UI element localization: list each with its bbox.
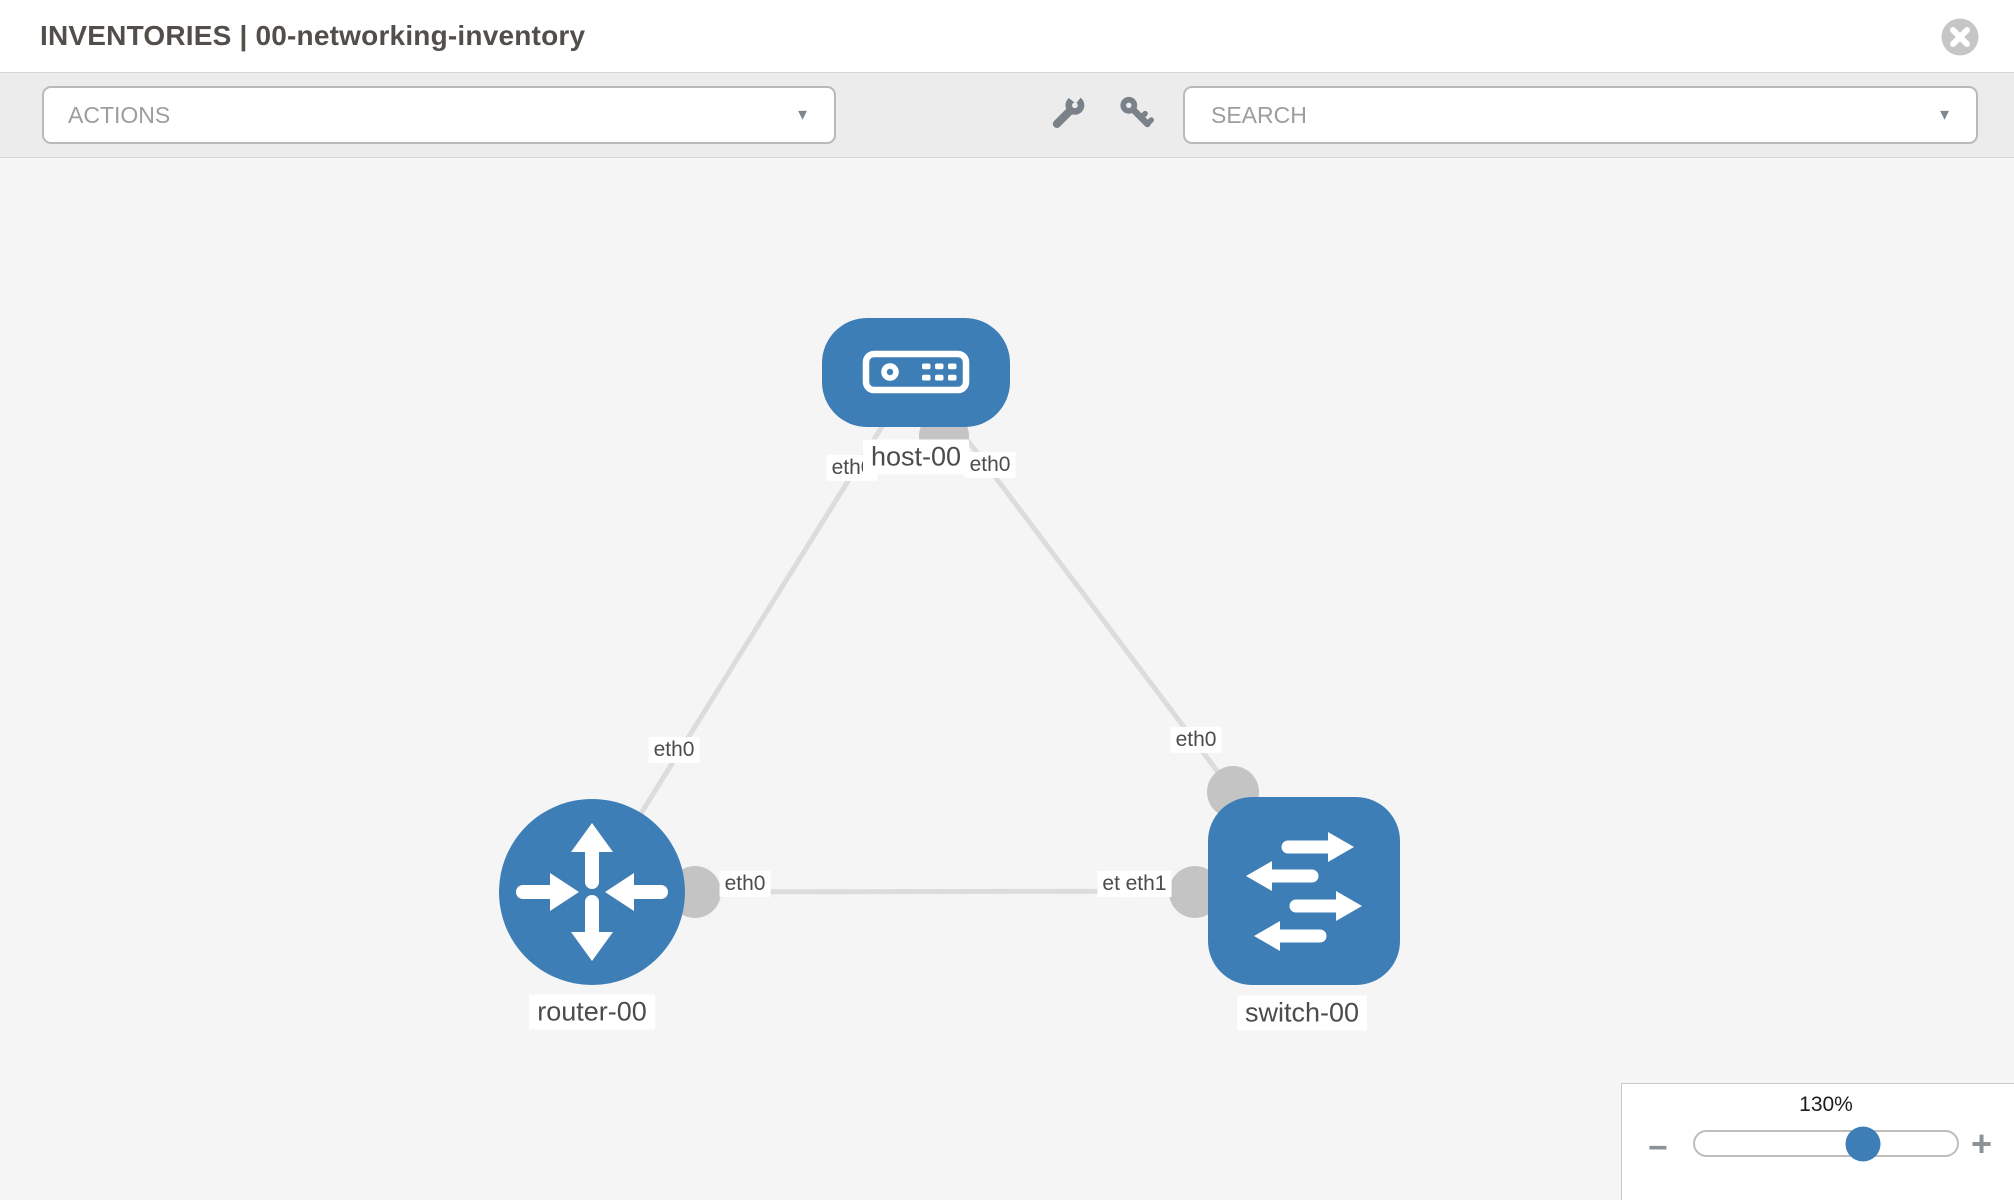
node-label-switch: switch-00 [1236,995,1368,1031]
interface-label: eth1 [1120,870,1172,898]
host-icon [862,350,970,394]
credentials-button[interactable] [1118,95,1155,136]
zoom-slider[interactable] [1693,1126,1959,1161]
header: INVENTORIES | 00-networking-inventory [0,0,2014,73]
zoom-value: 130% [1799,1093,1853,1116]
topology-graph [499,318,1400,985]
interface-label: eth0 [719,870,771,898]
interface-label: eth0 [648,736,700,764]
node-router-00[interactable] [499,799,685,985]
chevron-down-icon: ▼ [795,106,810,124]
zoom-in-button[interactable]: + [1971,1123,1993,1164]
actions-dropdown[interactable]: ACTIONS ▼ [42,86,836,144]
search-dropdown[interactable]: SEARCH ▼ [1183,86,1978,144]
node-label-router: router-00 [529,994,655,1030]
wrench-icon [1052,88,1085,128]
zoom-panel: 130% − + [1621,1083,2014,1200]
configure-button[interactable] [1050,88,1086,136]
zoom-slider-handle[interactable] [1845,1126,1881,1161]
topology-canvas[interactable]: eth0 eth0 eth0 eth0 eth0 eth eth1 host-0… [0,158,2014,1200]
toolbar: ACTIONS ▼ SEARCH [0,73,2014,158]
zoom-out-button[interactable]: − [1648,1129,1668,1167]
interface-label: eth0 [964,451,1016,479]
node-switch-00[interactable] [1208,797,1400,985]
chevron-down-icon: ▼ [1937,106,1952,124]
switch-icon [1246,832,1362,951]
close-button[interactable] [1941,18,1979,56]
key-icon [1120,96,1155,128]
node-label-host: host-00 [862,439,970,475]
search-placeholder: SEARCH [1211,101,1307,128]
interface-label: eth0 [1170,726,1222,754]
node-host-00[interactable] [822,318,1010,427]
router-icon [516,823,668,961]
page-title: INVENTORIES | 00-networking-inventory [40,20,586,51]
actions-dropdown-label: ACTIONS [68,101,171,128]
close-icon [1941,18,1979,56]
